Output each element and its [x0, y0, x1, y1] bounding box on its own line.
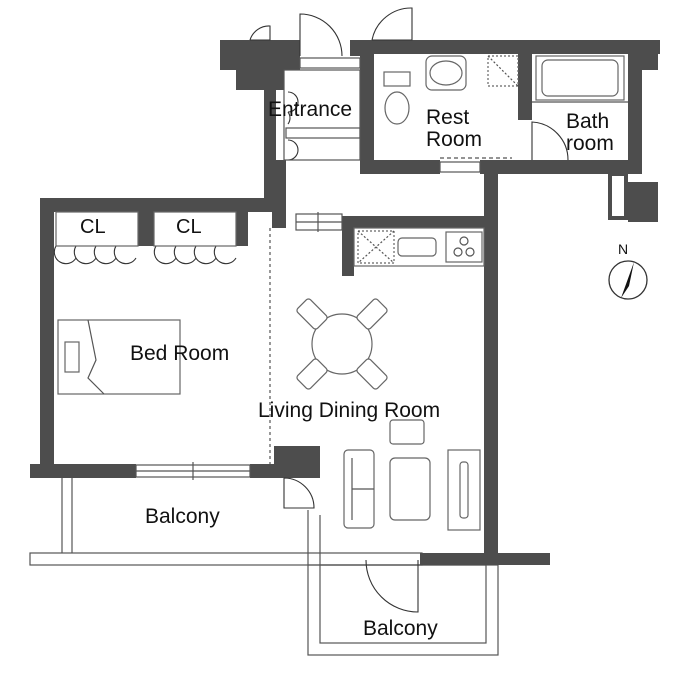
label-bed-room: Bed Room	[130, 342, 229, 365]
label-balcony-south: Balcony	[363, 617, 438, 640]
label-closet-2: CL	[176, 216, 202, 238]
kitchen	[353, 227, 485, 267]
room-labels: Entrance Rest Room Bath room CL CL Bed R…	[80, 98, 614, 640]
lounge-chair	[389, 419, 425, 445]
north-arrow-icon	[621, 262, 634, 298]
washing-machine-spot	[487, 55, 519, 87]
label-rest-room-line2: Room	[426, 128, 482, 151]
entrance-outline	[283, 69, 361, 161]
walls	[30, 40, 660, 565]
label-bath-room-line2: room	[566, 132, 614, 155]
bathtub	[535, 55, 625, 101]
sofa	[343, 449, 375, 529]
balcony-south-outline	[307, 510, 499, 656]
washbasin	[425, 55, 467, 91]
bed	[57, 319, 181, 395]
doors	[53, 7, 569, 613]
label-living-dining-room: Living Dining Room	[258, 399, 440, 422]
label-entrance: Entrance	[268, 98, 352, 121]
coffee-table	[389, 457, 431, 521]
compass: N	[608, 241, 648, 300]
north-label: N	[618, 241, 628, 257]
label-closet-1: CL	[80, 216, 106, 238]
windows	[135, 57, 481, 480]
label-bath-room-line1: Bath	[566, 110, 609, 133]
tv-stand	[447, 449, 481, 531]
dining-set	[296, 298, 388, 390]
label-rest-room-line1: Rest	[426, 106, 469, 129]
toilet	[383, 71, 411, 125]
label-balcony-west: Balcony	[145, 505, 220, 528]
closets	[55, 211, 237, 247]
